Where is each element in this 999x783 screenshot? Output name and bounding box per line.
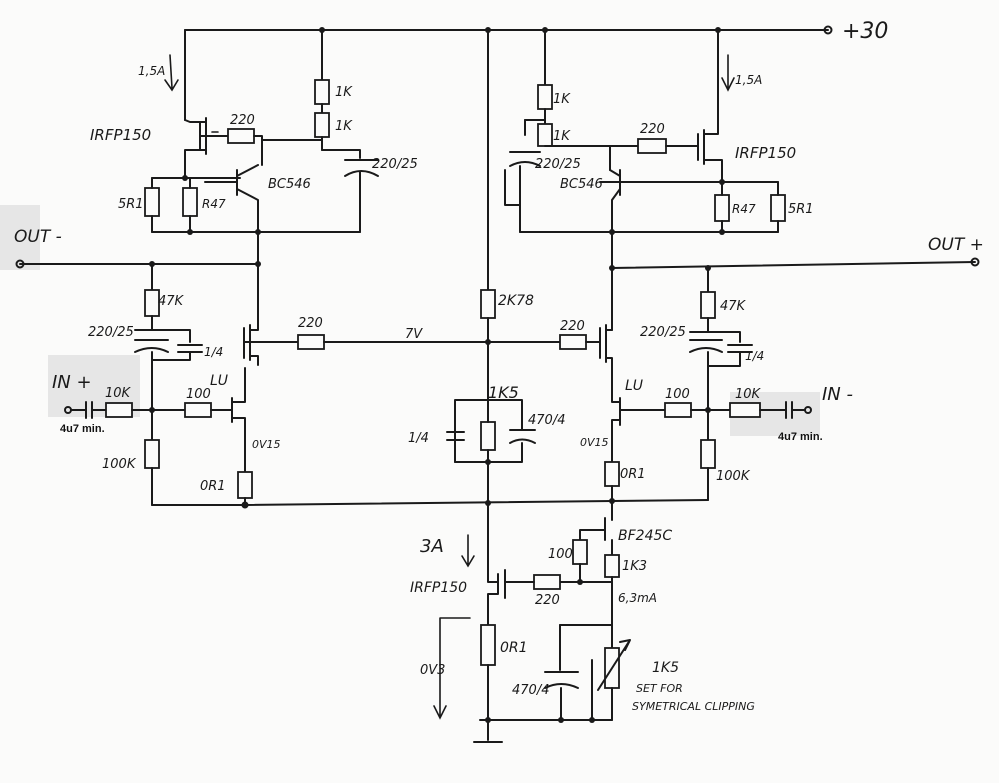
right-r2-label: 1K [553,129,571,144]
left-current-arrow [164,54,179,92]
right-jfet-label: LU [625,378,643,394]
tail-r1k3-label: 1K3 [622,559,647,574]
left-r2-label: 1K [335,119,353,134]
right-rin-label: 10K [735,387,762,402]
tail-mosfet-label: IRFP150 [410,580,467,596]
left-input-stage [64,263,325,506]
left-rbias-label: 100K [102,457,137,472]
right-rgatemos-label: 220 [560,319,585,334]
out-minus-terminal [15,259,25,269]
left-bjt-label: BC546 [268,177,311,192]
left-r1-label: 1K [335,85,353,100]
bottom-voltage-label: 0V3 [420,663,445,678]
out-plus-label: OUT + [928,235,984,255]
tail-rgate-label: 220 [535,593,560,608]
left-rfb-label: 47K [158,294,185,309]
left-r5r1-label: 5R1 [118,197,144,212]
tail-cap-label: 470/4 [512,683,549,698]
left-rgatemos-label: 220 [298,316,323,331]
in-minus-label: IN - [822,384,853,405]
note-set-for: SET FOR [636,682,683,695]
left-input-cap-label: 220/25 [88,325,134,340]
supply-rail [184,25,833,291]
left-source-voltage: 0V15 [252,438,281,451]
right-source-voltage: 0V15 [580,436,609,449]
right-rbias-label: 100K [716,469,751,484]
left-input-cap2-label: 1/4 [204,345,223,359]
left-mosfet-label: IRFP150 [90,126,151,144]
center-rmid-label: 1K5 [488,383,519,402]
tail-rsrc-label: 0R1 [500,640,528,656]
right-cap-note: 4u7 min. [778,431,823,443]
right-r47-label: R47 [732,202,756,216]
out-plus-terminal [970,257,980,267]
right-r5r1-label: 5R1 [788,202,814,217]
left-upper-stage [144,79,379,321]
center-cap1-label: 1/4 [408,431,429,446]
right-input-cap-label: 220/25 [640,325,686,340]
right-current-label: 1,5A [735,73,762,87]
left-cap-note: 4u7 min. [60,423,105,435]
left-rsrc-label: 0R1 [200,479,226,494]
left-current-label: 1,5A [138,64,165,78]
right-bjt-label: BC546 [560,177,603,192]
supply-terminal [823,25,833,35]
right-mosfet-label: IRFP150 [735,144,796,162]
right-rgate-label: 100 [665,387,690,402]
tail-pot-label: 1K5 [652,660,679,676]
left-rin-label: 10K [105,386,132,401]
center-cap470-label: 470/4 [528,413,565,428]
center-network [241,289,709,561]
mid-node-voltage: 7V [405,327,423,342]
right-input-stage [544,267,812,502]
right-cap-label: 220/25 [535,157,581,172]
right-input-cap2-label: 1/4 [745,349,764,363]
left-cap-label: 220/25 [372,157,418,172]
tail-r100-label: 100 [548,547,573,562]
right-gate-r-label: 220 [640,122,665,137]
tail-current-label: 3A [420,536,444,557]
left-paper-shadow [0,205,40,270]
supply-label: +30 [842,19,888,44]
right-upper-stage [504,84,786,331]
note-symmetrical: SYMETRICAL CLIPPING [632,700,755,713]
tail-jfet-label: BF245C [618,528,672,544]
center-rtop-label: 2K78 [498,293,534,309]
left-jfet-label: LU [210,373,228,389]
tail-current-source [433,500,631,743]
right-current-arrow [721,54,735,92]
ccs-current-label: 6,3mA [618,591,657,605]
out-minus-label: OUT - [14,227,62,247]
output-lines [15,257,980,271]
left-rgate-label: 100 [186,387,211,402]
right-rsrc-label: 0R1 [620,467,646,482]
right-rfb-label: 47K [720,299,747,314]
in-plus-label: IN + [52,372,92,393]
right-r1-label: 1K [553,92,571,107]
left-gate-r-label: 220 [230,113,255,128]
left-r47-label: R47 [202,197,226,211]
